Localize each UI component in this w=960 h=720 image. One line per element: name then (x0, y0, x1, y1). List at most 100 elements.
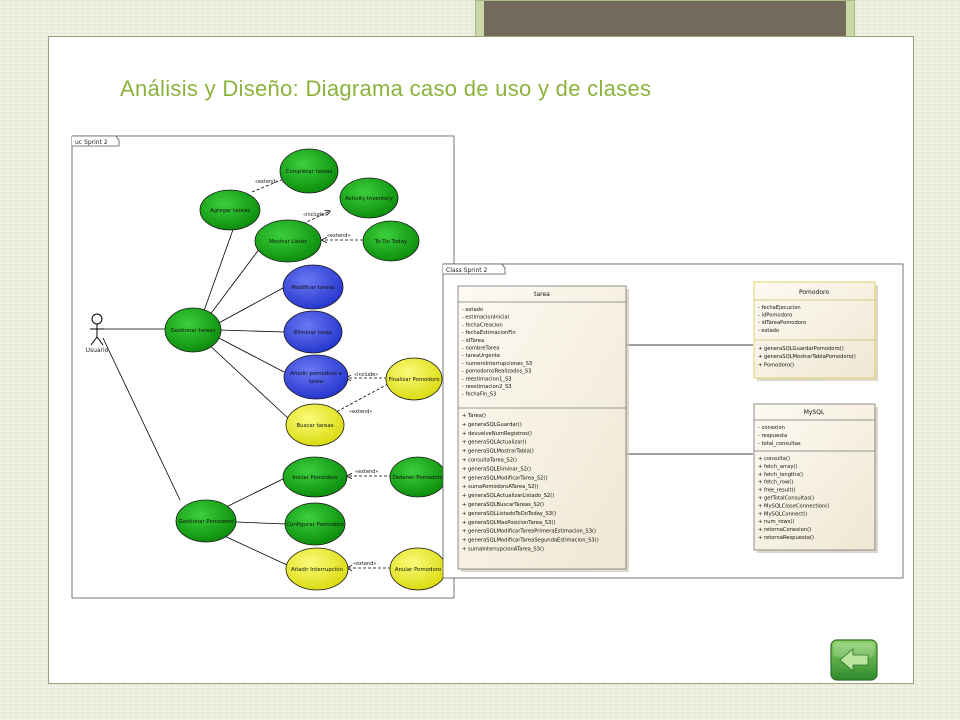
use-case-to-do-today (362, 220, 420, 262)
class-pomodoro-methods: + generaSQLGuardarPomodoro() + generaSQLM… (758, 346, 856, 368)
class-attribute: - conexion (758, 425, 785, 431)
use-case-anadir-pomodoro-tarea (283, 354, 349, 400)
use-case-gestionar-pomodoro (175, 499, 237, 543)
label-anular-pomodoro: Anular Pomodoro (395, 567, 441, 573)
use-case-eliminar-tarea (283, 310, 343, 354)
class-method: + retornaRespuesta() (758, 535, 814, 541)
class-method: + generaSQLGuardarPomodoro() (758, 346, 844, 352)
class-method: + generaSQLActualizarListado_S2() (462, 493, 554, 499)
class-attribute: - fechaEjecucion (758, 305, 801, 311)
class-method: + generaSQLMostrarTabla() (462, 449, 534, 455)
class-method: + generaSQLMaxPosicionTarea_S3() (462, 520, 555, 526)
class-method: + sumaPomodoroATarea_S2() (462, 484, 538, 490)
use-case-modificar-tareas (282, 264, 344, 310)
class-method: + devuelveNumRegistros() (462, 431, 532, 437)
class-method: + generaSQLListadoToDoToday_S3() (462, 511, 556, 517)
use-case-finalizar-pomodoro (385, 357, 443, 401)
use-case-completar-tareas (279, 148, 339, 194)
class-mysql-methods: + consulta()+ fetch_array()+ fetch_lengt… (758, 456, 829, 541)
class-method: + fetch_row() (758, 480, 793, 486)
class-attribute: - nombreTarea (462, 346, 499, 352)
label-anadir-pomodoro-tarea-line2: tarea (309, 379, 323, 385)
class-pomodoro-name: Pomodoro (799, 289, 829, 296)
class-method: + generaSQLBuscarTareas_S2() (462, 502, 544, 508)
class-attribute: - reestimacion1_S3 (462, 376, 512, 382)
label-anadir-pomodoro-tarea-line1: Añadir pomodoro a (290, 371, 342, 377)
class-attribute: - reestimacion2_S3 (462, 384, 512, 390)
extend-label: «extend» (327, 233, 350, 239)
class-attribute: - fechaCreacion (462, 322, 503, 328)
class-method: + Tarea() (462, 413, 486, 419)
use-case-frame (71, 135, 455, 599)
label-eliminar-tarea: Eliminar tarea (294, 330, 332, 336)
use-case-mostrar-listas (254, 219, 322, 263)
class-method: + consultaTarea_S2() (462, 458, 517, 464)
class-attribute: - idPomodoro (758, 313, 792, 319)
label-iniciar-pomodoro: Iniciar Pomodoro (292, 475, 337, 481)
back-button[interactable] (830, 639, 878, 681)
class-method: + MySQLConnect() (758, 511, 807, 517)
class-method: + generaSQLModificarTareaPrimeraEstimaci… (462, 529, 596, 535)
class-diagram: Class Sprint 2 tarea - estado- estimacio… (442, 263, 904, 579)
class-method: + sumaInterrupcionATarea_S3() (462, 547, 544, 553)
class-pomodoro-attributes: - fechaEjecucion - idPomodoro- idTareaPom… (758, 305, 806, 334)
class-attribute: - respuesta (758, 433, 787, 439)
class-method: + fetch_lengths() (758, 472, 803, 478)
use-case-buscar-tareas (285, 403, 345, 447)
use-case-activity-inventory (339, 177, 399, 219)
label-buscar-tareas: Buscar tareas (296, 423, 333, 429)
class-attribute: - total_consultas (758, 441, 801, 447)
class-mysql-attributes: - conexion - respuesta - total_consultas (758, 425, 801, 447)
class-attribute: - tareaUrgente (462, 353, 500, 359)
label-completar-tareas: Completar tareas (286, 169, 333, 175)
actor-usuario (90, 313, 104, 346)
left-arrow-icon (839, 648, 869, 672)
class-attribute: - fechaFin_S3 (462, 392, 496, 398)
class-attribute: - idTareaPomodoro (758, 320, 806, 326)
class-method: + getTotalConsultas() (758, 496, 814, 502)
class-tarea: tarea - estado- estimacionInicial- fecha… (457, 285, 629, 572)
class-method: + generaSQLMostrarTablaPomodoro() (758, 354, 856, 360)
label-anadir-interrupcion: Añadir Interrupción (291, 566, 343, 573)
use-case-configurar-pomodoro (284, 502, 346, 546)
use-case-frame-label: uc Sprint 2 (75, 139, 108, 146)
class-tarea-name: tarea (534, 291, 550, 298)
label-finalizar-pomodoro: Finalizar Pomodoro (388, 377, 439, 383)
label-detener-pomodoro: Detener Pomodoro (393, 475, 444, 481)
class-attribute: - fechaEstimacionFin (462, 330, 516, 336)
use-cases (164, 148, 447, 591)
class-method: + generaSQLModificarTareaSegundaEstimaci… (462, 538, 599, 544)
label-gestionar-pomodoro: Gestionar Pomodoro (179, 519, 234, 525)
class-method: + free_result() (758, 488, 796, 494)
include-label: «include» (303, 212, 327, 218)
use-case-labels: Completar tareas Agregar tareas Activity… (171, 169, 444, 573)
label-mostrar-listas: Mostrar Listas (269, 239, 307, 245)
extend-label: «extend» (255, 179, 278, 185)
label-configurar-pomodoro: Configurar Pomodoro (286, 522, 343, 528)
extend-label: «extend» (349, 409, 372, 415)
use-case-gestionar-tareas (164, 307, 222, 353)
class-mysql-name: MySQL (804, 409, 825, 416)
class-tarea-methods: + Tarea() + generaSQLGuardar() + devuelveN… (462, 413, 599, 553)
class-tarea-attributes: - estado- estimacionInicial- fechaCreaci… (462, 307, 532, 398)
class-attribute: - idTarea (462, 338, 484, 344)
extend-label: «extend» (353, 561, 376, 567)
class-attribute: - pomodorosRealizados_S3 (462, 369, 531, 375)
use-case-anadir-interrupcion (285, 547, 349, 591)
class-method: + generaSQLGuardar() (462, 422, 522, 428)
class-attribute: - estado (758, 328, 779, 334)
label-to-do-today: To Do Today (374, 239, 408, 245)
class-pomodoro: Pomodoro - fechaEjecucion - idPomodoro- i… (753, 281, 878, 381)
label-modificar-tareas: Modificar tareas (291, 285, 335, 291)
dependency-labels: «extend» «include» «extend» «include» «e… (255, 179, 378, 567)
class-associations (625, 344, 753, 455)
use-case-diagram: uc Sprint 2 Usuario (71, 135, 455, 599)
class-method: + retornaConexion() (758, 527, 811, 533)
extend-label: «extend» (355, 469, 378, 475)
class-method: + Pomodoro() (758, 362, 794, 368)
label-gestionar-tareas: Gestionar tareas (171, 328, 216, 334)
actor-label: Usuario (86, 347, 109, 354)
class-method: + generaSQLActualizar() (462, 440, 526, 446)
use-case-iniciar-pomodoro (282, 456, 348, 498)
